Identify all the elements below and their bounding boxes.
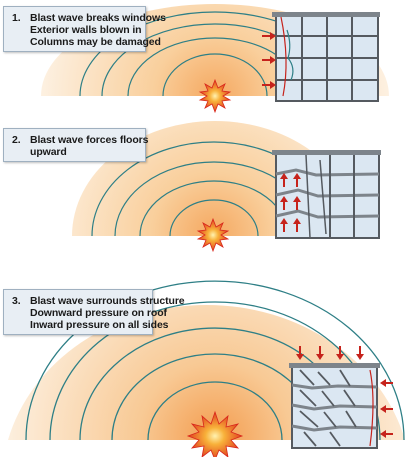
- panel-1-line-1: Blast wave breaks windows: [30, 12, 166, 24]
- panel-3-number: 3.: [12, 295, 21, 307]
- blast-burst-3: [186, 410, 244, 457]
- building-2: [272, 150, 381, 239]
- building-3: [289, 363, 380, 449]
- panel-2-line-1: Blast wave forces floors: [30, 134, 149, 146]
- panel-3-line-2: Downward pressure on roof: [30, 307, 167, 319]
- panel-2-number: 2.: [12, 134, 21, 146]
- panel-1-line-3: Columns may be damaged: [30, 36, 161, 48]
- inward-arrows-1: [262, 32, 276, 89]
- building-1: [272, 12, 380, 102]
- blast-burst-1: [198, 78, 232, 114]
- panel-2-label: 2. Blast wave forces floors upward: [3, 128, 149, 162]
- downward-arrows-3: [296, 346, 364, 360]
- panel-3-line-1: Blast wave surrounds structure: [30, 295, 185, 307]
- panel-1-label: 1. Blast wave breaks windows Exterior wa…: [3, 6, 166, 52]
- panel-3: [8, 280, 405, 457]
- panel-1-line-2: Exterior walls blown in: [30, 24, 142, 36]
- panel-3-line-3: Inward pressure on all sides: [30, 319, 169, 331]
- upward-arrows-2: [280, 173, 301, 232]
- panel-3-label: 3. Blast wave surrounds structure Downwa…: [3, 289, 185, 335]
- blast-burst-2: [196, 217, 230, 253]
- panel-1-number: 1.: [12, 12, 21, 24]
- panel-2-line-2: upward: [30, 146, 67, 158]
- inward-arrows-3: [380, 379, 393, 438]
